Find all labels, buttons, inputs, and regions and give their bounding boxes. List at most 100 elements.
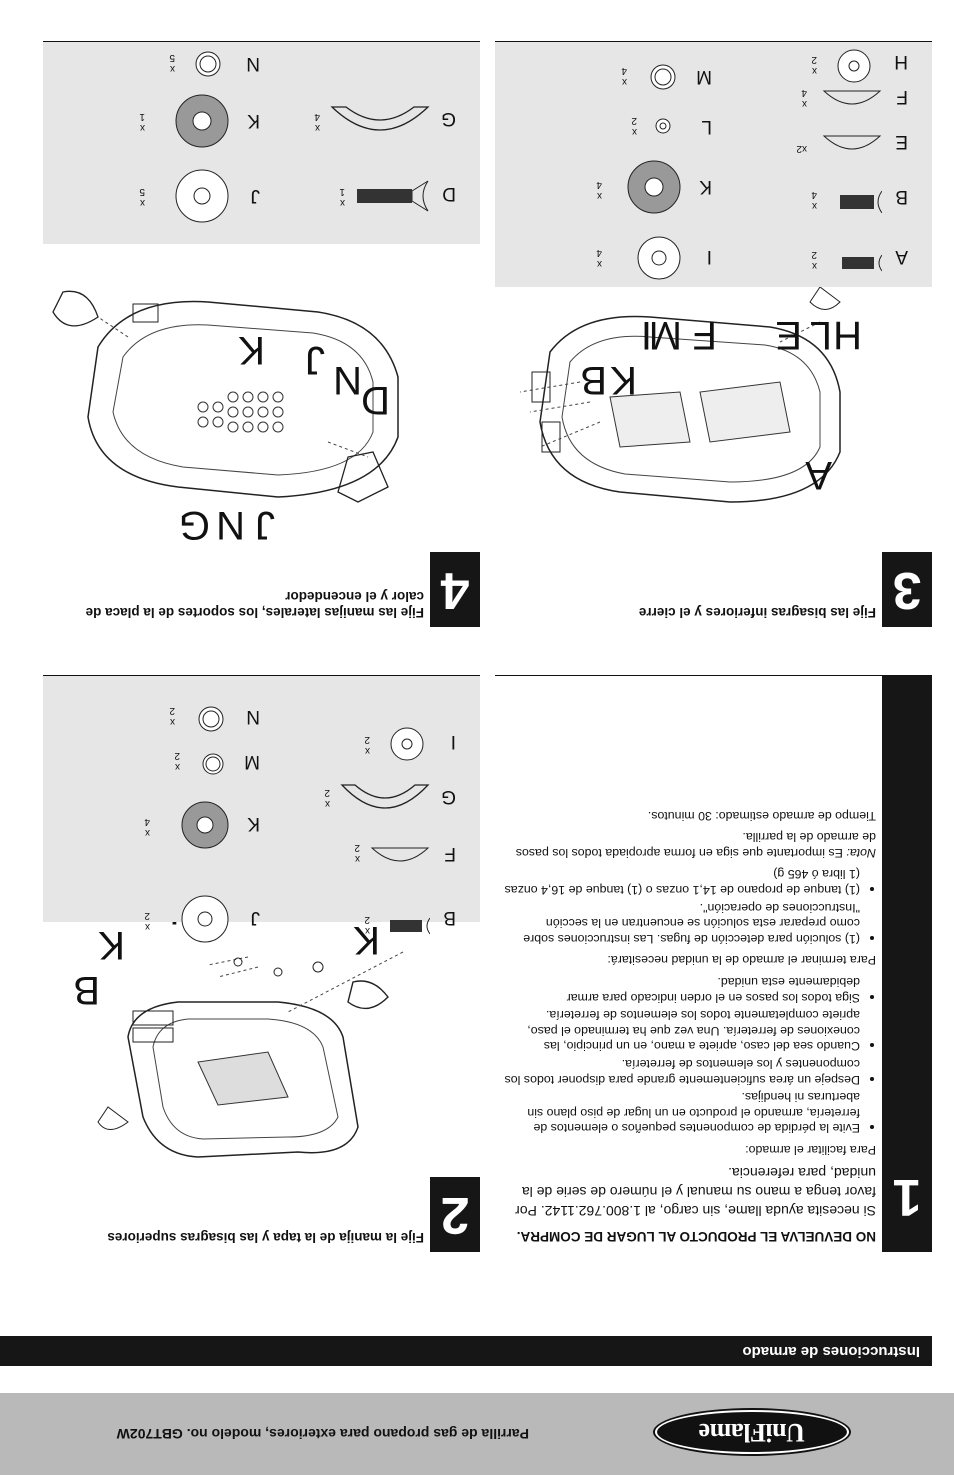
step-4-title: Fije las manijas laterales, los soportes… <box>85 589 424 620</box>
logo-text: UniFlame <box>699 1418 805 1447</box>
help-text: Si necesita ayuda llame, sin cargo, al 1… <box>515 1165 876 1219</box>
part-qty: x 2 <box>324 787 330 809</box>
handle-bracket-icon <box>330 106 430 131</box>
note: Nota: Es importante que siga en forma ap… <box>501 829 876 860</box>
needs-title: Para terminar el armado de la unidad nec… <box>607 953 876 968</box>
part-qty: x 2 <box>364 734 370 756</box>
gray-washer-icon <box>627 160 681 214</box>
part-letter: M <box>244 751 260 772</box>
part-letter: B <box>895 186 908 207</box>
step-number-4: 4 <box>430 552 480 627</box>
part-letter: J <box>250 185 261 206</box>
part-letter: G <box>441 108 456 129</box>
callout-label: I <box>640 313 652 357</box>
step-number-1: 1 <box>882 676 932 1252</box>
note-text: Es importante que siga en forma apropiad… <box>515 830 876 860</box>
part-qty: x 2 <box>354 842 360 864</box>
part-letter: H <box>894 51 908 72</box>
step-3-panel: 3 Fije las bisagras inferiores y el cier… <box>495 41 932 627</box>
header-band: UniFlame Parrilla de gas propano para ex… <box>0 1393 954 1475</box>
section-title-bar: Instrucciones de armado <box>0 1336 932 1366</box>
part-letter: N <box>246 706 260 727</box>
handle-bracket-icon <box>340 784 430 809</box>
bolt-icon <box>390 917 430 935</box>
part-qty: x 2 <box>811 249 817 271</box>
section-title: Instrucciones de armado <box>742 1343 920 1360</box>
washer-icon <box>637 236 681 280</box>
list-item: Despeje un área suficientemente grande p… <box>501 1055 860 1087</box>
step-number-2: 2 <box>430 1177 480 1252</box>
list-item: Evite la pérdida de componentes pequeños… <box>501 1089 860 1135</box>
wing-bolt-icon <box>357 180 429 212</box>
part-qty: x 1 <box>339 186 345 208</box>
gray-washer-icon <box>181 801 229 849</box>
list-item: (1) solución para detección de fugas. La… <box>501 899 860 946</box>
nut-icon <box>198 706 224 732</box>
nut-icon <box>650 64 676 90</box>
part-qty: x 1 <box>139 111 145 133</box>
part-qty: x 4 <box>596 179 602 201</box>
callout-label: E <box>775 313 802 357</box>
part-qty: x 4 <box>621 65 627 87</box>
facilitate-title: Para facilitar el armado: <box>745 1143 876 1157</box>
callout-label: J <box>305 338 325 382</box>
callout-label: K <box>238 328 265 372</box>
list-item: Siga todos los pasos en el orden indicad… <box>501 973 860 1005</box>
part-letter: M <box>696 66 712 87</box>
part-qty: x 2 <box>174 750 180 772</box>
step-2-title: Fije la manija de la tapa y las bisagras… <box>107 1230 424 1245</box>
step-1-heading: NO DEVUELVA EL PRODUCTO AL LUGAR DE COMP… <box>516 1229 876 1244</box>
step-3-diagram <box>519 286 841 503</box>
part-letter: I <box>450 731 456 752</box>
part-qty: x 2 <box>811 54 817 76</box>
screw-icon <box>842 254 882 272</box>
callout-label: A <box>805 453 832 497</box>
callout-label: B <box>73 968 100 1012</box>
nut-icon <box>202 753 224 775</box>
step-3-title: Fije las bisagras inferiores y el cierre <box>638 605 876 620</box>
callout-label: M <box>648 313 682 357</box>
callout-label: J <box>255 503 275 547</box>
callout-label: N <box>216 503 245 547</box>
step-4-diagram <box>52 290 399 503</box>
callout-label: F <box>692 313 717 357</box>
part-letter: J <box>250 907 261 928</box>
note-label: Nota: <box>846 845 876 860</box>
hinge-icon <box>370 847 430 862</box>
callout-label: B <box>580 358 607 402</box>
nut-icon <box>195 51 221 77</box>
part-qty: x 2 <box>169 705 175 727</box>
part-qty: x 4 <box>596 247 602 269</box>
washer-icon <box>390 727 424 761</box>
hinge-icon <box>822 135 882 150</box>
washer-icon <box>181 895 229 943</box>
part-qty: x 5 <box>139 186 145 208</box>
facilitate-list: Evite la pérdida de componentes pequeños… <box>501 973 876 1135</box>
small-washer-icon <box>655 118 671 134</box>
gray-washer-icon <box>175 94 229 148</box>
part-qty: x 2 <box>631 115 637 137</box>
list-item: Cuando sea del caso, apriete a mano, en … <box>501 1007 860 1053</box>
part-letter: E <box>895 131 908 152</box>
callout-label: L <box>809 313 832 357</box>
uniflame-logo: UniFlame <box>655 1410 849 1454</box>
assembly-time: Tiempo de armado estimado: 30 minutos. <box>647 808 876 823</box>
part-qty: x2 <box>796 143 807 154</box>
callout-label: K <box>98 923 125 967</box>
washer-icon <box>175 169 229 223</box>
part-letter: F <box>896 86 908 107</box>
part-qty: x 4 <box>314 111 320 133</box>
part-letter: L <box>701 116 712 137</box>
part-letter: K <box>247 813 260 834</box>
model-title: Parrilla de gas propano para exteriores,… <box>116 1426 529 1442</box>
part-qty: x 2 <box>364 914 370 936</box>
step-4-parts-legend: D x 1 G x 4 J x 5 K x 1 N x <box>43 42 480 244</box>
part-qty: x 4 <box>811 189 817 211</box>
part-letter: D <box>442 183 456 204</box>
callout-label: N <box>333 358 362 402</box>
hinge-icon <box>822 90 882 105</box>
part-letter: K <box>247 110 260 131</box>
part-qty: x 4 <box>144 816 150 838</box>
part-letter: B <box>443 907 456 928</box>
